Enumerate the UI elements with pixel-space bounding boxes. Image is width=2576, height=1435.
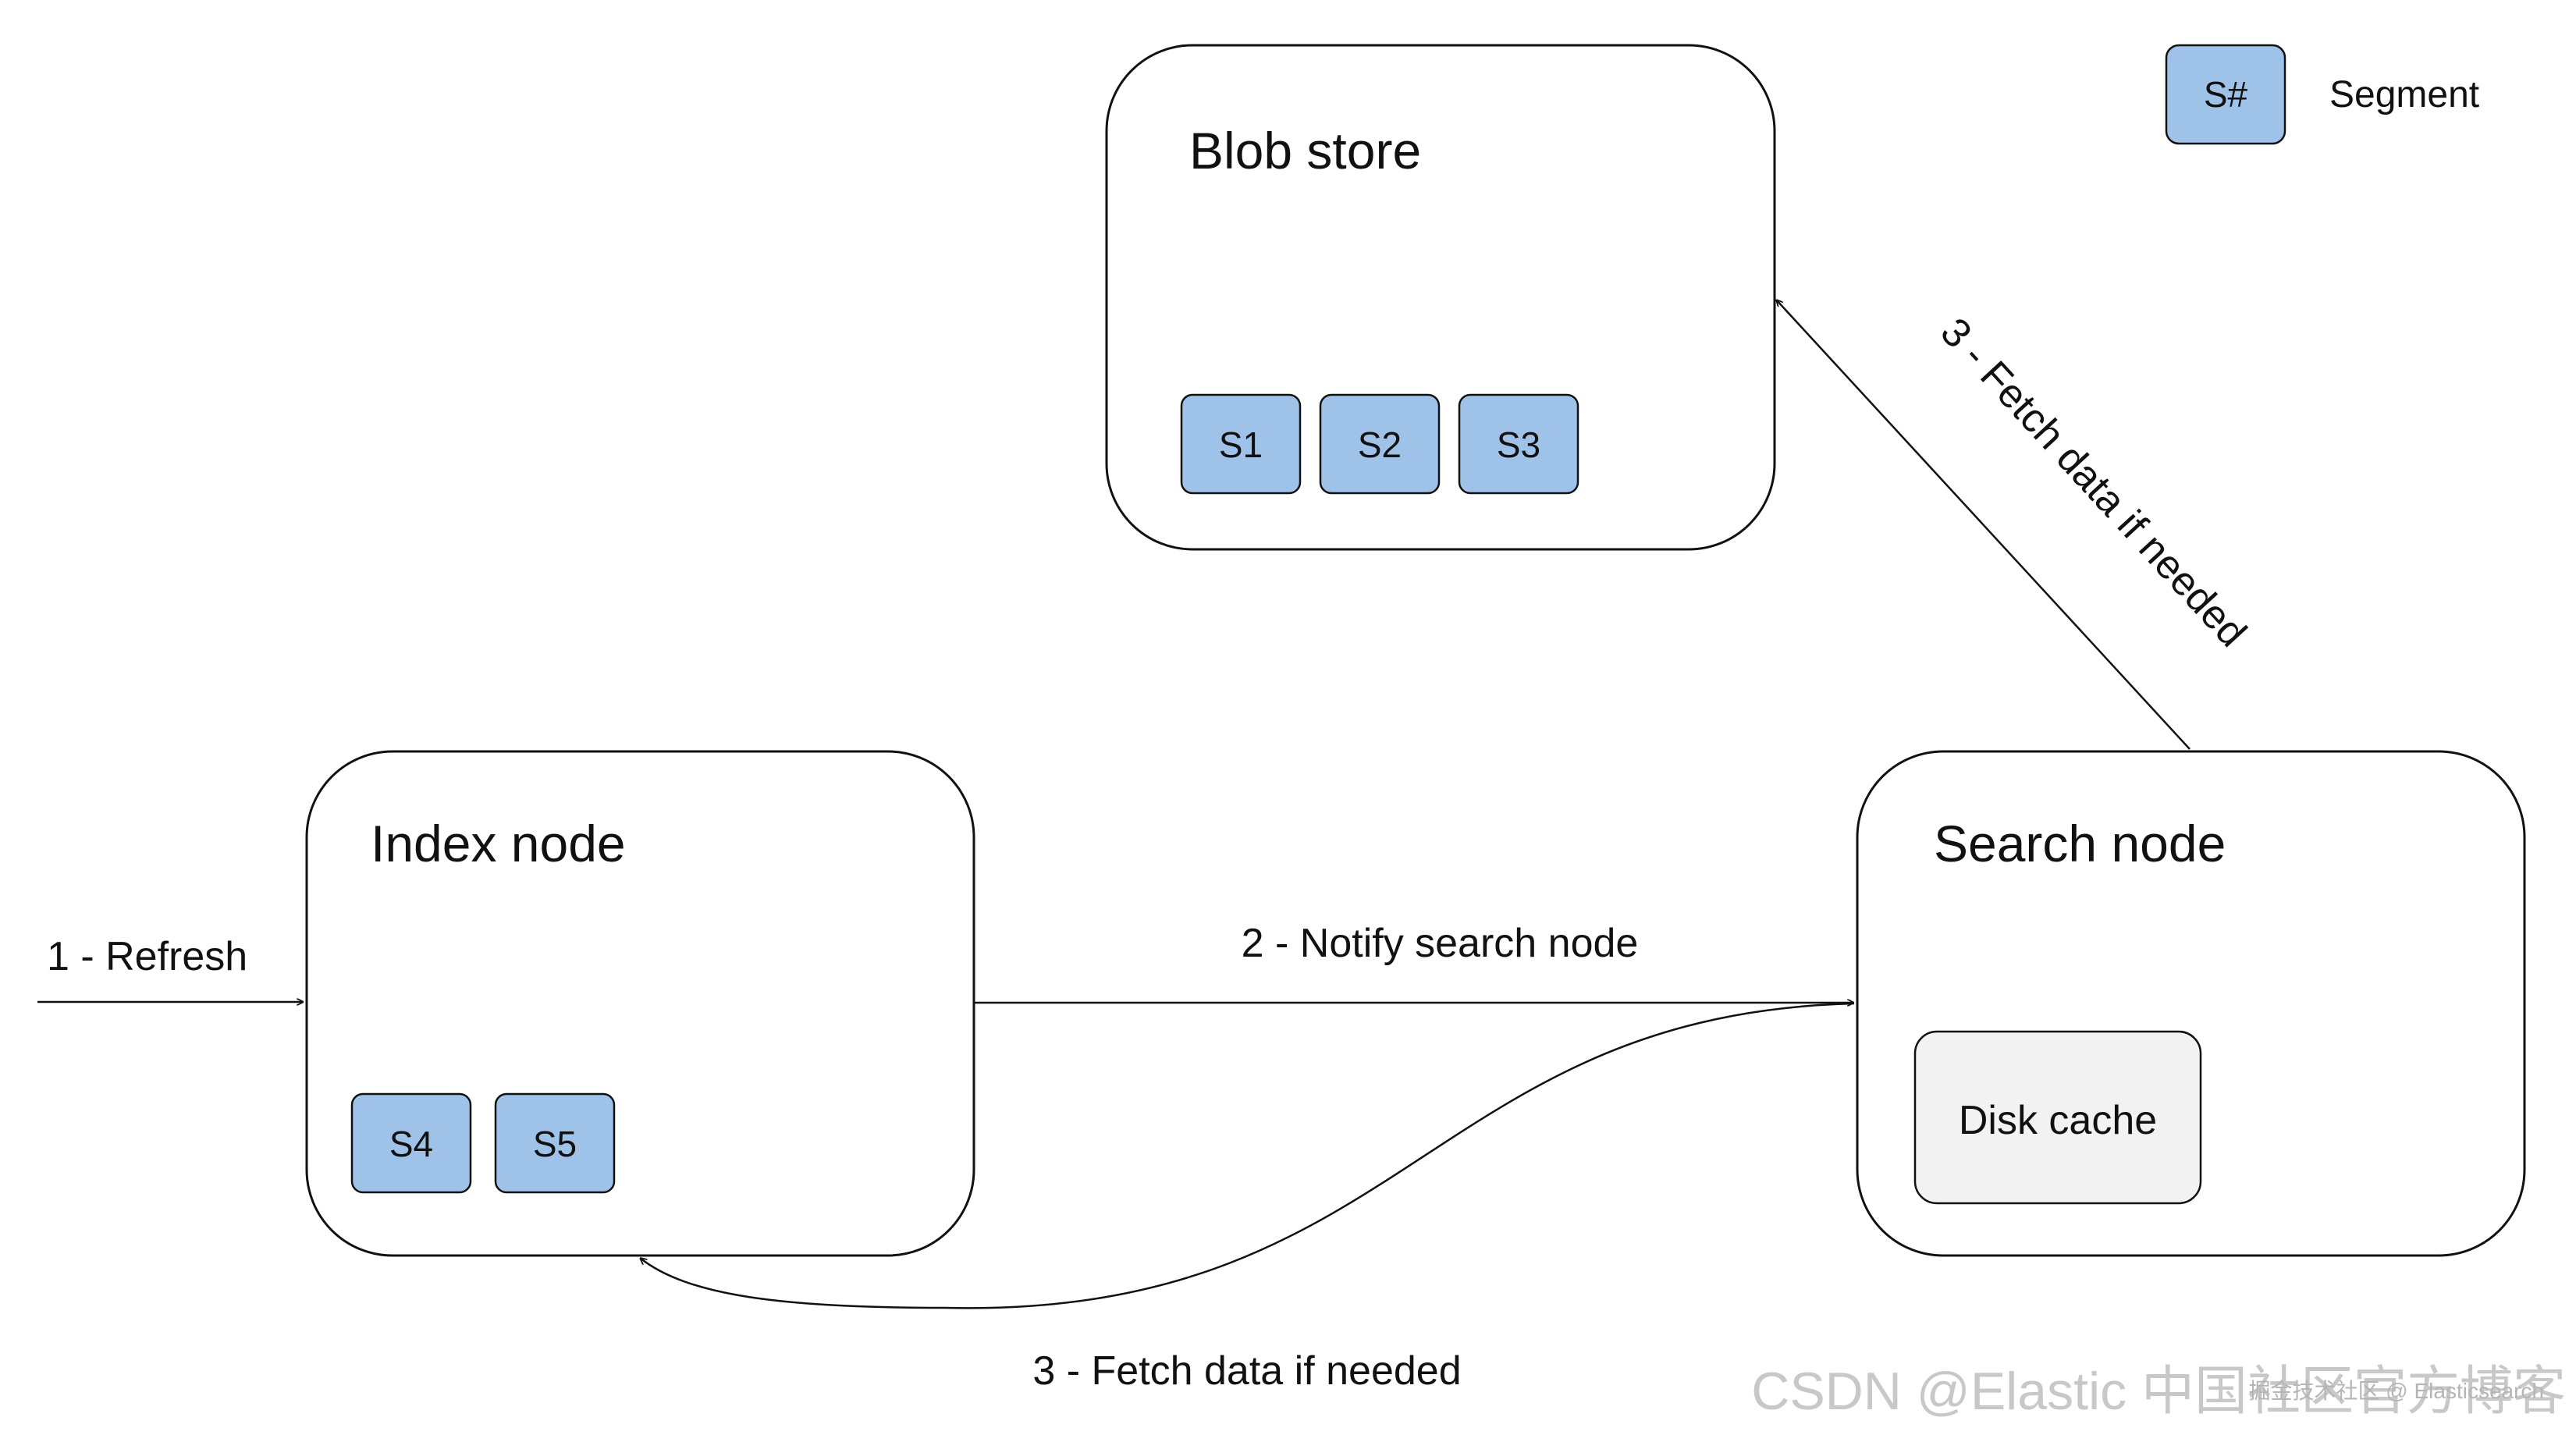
disk-cache-box — [1913, 1030, 2202, 1205]
index-node: Index node S4 S5 — [305, 750, 975, 1257]
legend-label: Segment — [2329, 74, 2479, 115]
segment-s1-label: S1 — [1219, 424, 1263, 465]
refresh-label: 1 - Refresh — [47, 934, 247, 979]
blob-store-title: Blob store — [1189, 122, 1421, 179]
fetch-blob-label: 3 - Fetch data if needed — [1931, 310, 2254, 656]
segment-s1 — [1180, 393, 1302, 495]
fetch-index-arrow — [640, 1002, 1855, 1309]
segment-s3-label: S3 — [1497, 424, 1540, 465]
segment-s2 — [1319, 393, 1441, 495]
search-node: Search node Disk cache — [1856, 750, 2526, 1257]
segment-s3 — [1458, 393, 1579, 495]
segment-s5-label: S5 — [533, 1124, 577, 1164]
segment-s4-label: S4 — [389, 1124, 433, 1164]
legend-segment-swatch — [2165, 44, 2286, 145]
legend-symbol: S# — [2204, 74, 2248, 115]
watermark-small-text: 掘金技术社区 @ Elasticsearch — [2249, 1379, 2545, 1403]
fetch-blob-arrow — [1776, 300, 2190, 750]
segment-s4 — [350, 1092, 472, 1194]
fetch-index-label: 3 - Fetch data if needed — [1032, 1348, 1461, 1394]
watermark-text: CSDN @Elastic 中国社区官方博客 — [1751, 1362, 2566, 1421]
blob-store-node: Blob store S1 S2 S3 — [1105, 44, 1776, 551]
legend: S# Segment — [2165, 44, 2479, 145]
index-node-title: Index node — [371, 815, 626, 872]
search-node-title: Search node — [1934, 815, 2226, 872]
notify-label: 2 - Notify search node — [1242, 921, 1639, 966]
disk-cache-label: Disk cache — [1959, 1098, 2157, 1143]
segment-s2-label: S2 — [1358, 424, 1402, 465]
segment-s5 — [494, 1092, 616, 1194]
